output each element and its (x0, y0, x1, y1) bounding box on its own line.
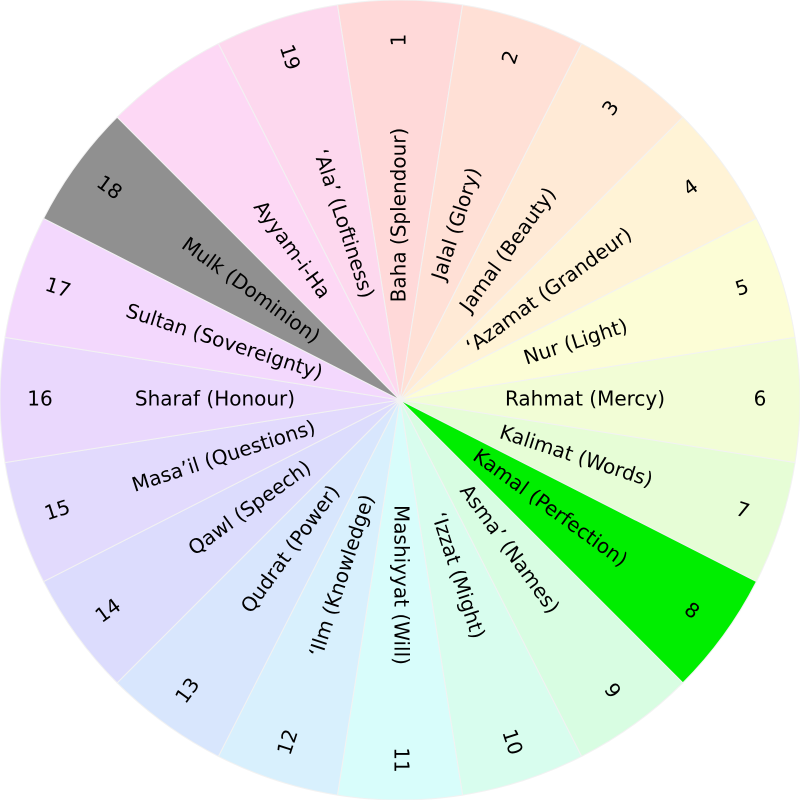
slice-ala-loftiness (217, 4, 401, 401)
month-name-rahmat-mercy: Rahmat (Mercy) (505, 387, 665, 411)
month-name-mashiyyat-will: Mashiyyat (Will) (390, 505, 414, 665)
month-name-sharaf-honour: Sharaf (Honour) (135, 387, 295, 411)
month-number-1: 1 (387, 34, 411, 47)
month-name-baha-splendour: Baha (Splendour) (387, 128, 411, 303)
month-number-16: 16 (27, 387, 52, 411)
month-number-6: 6 (754, 387, 767, 411)
month-number-11: 11 (390, 747, 414, 772)
